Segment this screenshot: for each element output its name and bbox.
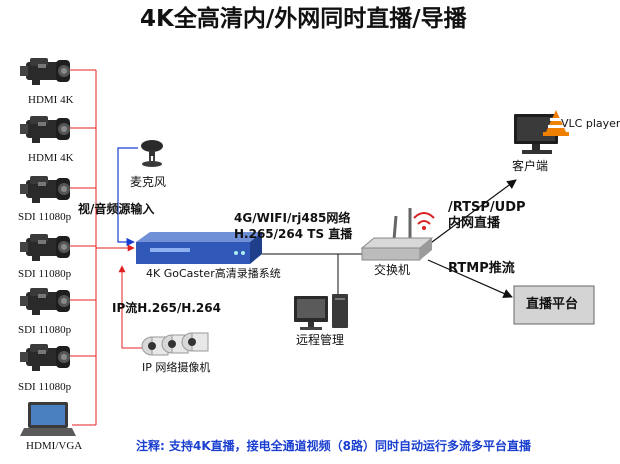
client-label: 客户端 <box>512 159 549 173</box>
camcorder-icon <box>20 58 70 85</box>
source-label: HDMI 4K <box>28 94 74 106</box>
source-label: HDMI 4K <box>28 152 74 164</box>
network-connections <box>262 179 517 298</box>
microphone-connection <box>117 147 138 247</box>
rtmp-label: RTMP推流 <box>448 261 515 276</box>
camcorder-icon <box>20 176 70 203</box>
vlc-cone-icon <box>543 110 569 136</box>
laptop-icon <box>20 402 76 436</box>
rtsp-label-line1: /RTSP/UDP <box>448 200 526 215</box>
network-label-line1: 4G/WIFI/rj485网络 <box>234 211 351 225</box>
footnote: 注释: 支持4K直播，接电全通道视频（8路）同时自动运行多流多平台直播 <box>136 439 531 453</box>
source-label: HDMI/VGA <box>26 440 83 452</box>
switch-icon <box>360 208 435 261</box>
vlc-label: VLC player <box>561 117 620 130</box>
camcorder-icon <box>20 234 70 261</box>
source-label: SDI 11080p <box>18 324 72 336</box>
remote-pc-icon <box>294 294 348 330</box>
switch-label: 交换机 <box>374 263 411 277</box>
source-label: SDI 11080p <box>18 268 72 280</box>
ip-camera-connection <box>118 265 142 349</box>
ip-camera-icon <box>141 332 209 356</box>
camcorder-icon <box>20 288 70 315</box>
ip-stream-label: IP流H.265/H.264 <box>112 301 221 315</box>
page-title: 4K全高清内/外网同时直播/导播 <box>140 6 467 32</box>
platform-label: 直播平台 <box>526 297 579 312</box>
client-pc-icon <box>514 114 558 154</box>
source-label: SDI 11080p <box>18 211 72 223</box>
camcorder-icon <box>20 344 70 371</box>
source-connections <box>67 69 135 426</box>
remote-label: 远程管理 <box>296 333 345 347</box>
encoder-device-icon <box>136 232 262 264</box>
microphone-label: 麦克风 <box>130 175 167 189</box>
microphone-icon <box>141 140 163 167</box>
encoder-label: 4K GoCaster高清录播系统 <box>146 267 281 280</box>
av-input-label: 视/音频源输入 <box>78 202 155 216</box>
rtsp-label-line2: 内网直播 <box>448 216 501 231</box>
ip-camera-label: IP 网络摄像机 <box>142 361 211 374</box>
live-platform-box <box>513 285 595 325</box>
network-label-line2: H.265/264 TS 直播 <box>234 227 353 241</box>
source-label: SDI 11080p <box>18 381 72 393</box>
camcorder-icon <box>20 116 70 143</box>
